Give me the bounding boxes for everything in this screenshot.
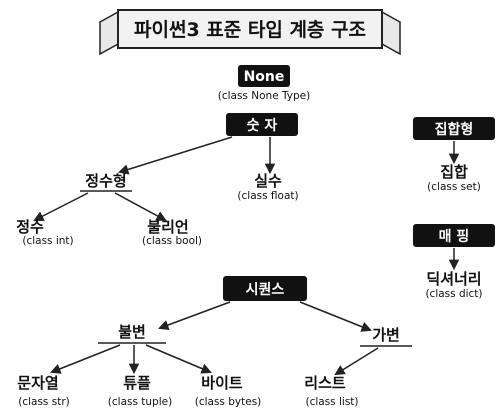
- arrow-immutable-to-bytes: [145, 344, 212, 374]
- bool-node: 불리언 (class bool): [142, 218, 202, 247]
- dict-label: 딕셔너리: [426, 270, 481, 288]
- set-label: 집합: [440, 163, 468, 181]
- set-group-node: 집합형: [413, 117, 495, 140]
- sequence-label: 시퀀스: [246, 282, 285, 298]
- set-group-box: [413, 117, 495, 140]
- list-label: 리스트: [304, 374, 346, 392]
- sequence-node: 시퀀스: [223, 276, 307, 301]
- set-node: 집합 (class set): [427, 163, 481, 193]
- arrow-sequence-to-immutable: [158, 301, 231, 330]
- tuple-label: 튜플: [123, 374, 151, 392]
- bytes-label: 바이트: [201, 374, 243, 392]
- str-class: (class str): [18, 396, 70, 408]
- set-class: (class set): [427, 181, 481, 193]
- none-box: [238, 65, 290, 87]
- banner-right-fold: [381, 10, 401, 56]
- str-label: 문자열: [17, 374, 58, 392]
- arrow-mutable-to-list: [334, 347, 379, 376]
- mapping-label: 매 핑: [439, 228, 470, 245]
- real-node: 실수 (class float): [237, 172, 298, 202]
- banner-left-fold: [99, 10, 119, 56]
- immutable-label: 불변: [118, 323, 146, 341]
- number-label: 숫 자: [247, 118, 278, 134]
- mutable-node: 가변: [360, 326, 412, 347]
- real-label: 실수: [254, 172, 282, 190]
- tuple-class: (class tuple): [108, 396, 172, 408]
- int-class: (class int): [22, 235, 73, 247]
- sequence-box: [223, 276, 307, 301]
- int-label: 정수: [16, 218, 44, 236]
- bytes-class: (class bytes): [195, 396, 262, 408]
- bool-label: 불리언: [147, 218, 188, 236]
- diagram-title: 파이썬3 표준 타입 계층 구조: [134, 19, 366, 41]
- number-node: 숫 자: [226, 113, 298, 136]
- arrow-integral-to-int: [33, 192, 89, 221]
- tuple-node: 튜플 (class tuple): [108, 374, 172, 408]
- arrow-sequence-to-mutable: [299, 301, 372, 332]
- dict-node: 딕셔너리 (class dict): [425, 270, 482, 300]
- dict-class: (class dict): [425, 288, 482, 300]
- arrow-integral-to-bool: [114, 192, 167, 221]
- immutable-node: 불변: [98, 323, 166, 344]
- none-label: None: [244, 69, 285, 85]
- none-node: None (class None Type): [218, 65, 310, 102]
- bytes-node: 바이트 (class bytes): [195, 374, 262, 408]
- int-node: 정수 (class int): [16, 218, 73, 247]
- list-class: (class list): [305, 396, 358, 408]
- list-node: 리스트 (class list): [304, 374, 358, 408]
- mapping-box: [413, 224, 495, 247]
- bool-class: (class bool): [142, 235, 202, 247]
- arrow-immutable-to-str: [50, 344, 121, 374]
- arrow-number-to-integral: [117, 136, 233, 175]
- mapping-node: 매 핑: [413, 224, 495, 247]
- integral-node: 정수형: [80, 172, 132, 192]
- none-class: (class None Type): [218, 90, 310, 102]
- mutable-label: 가변: [372, 326, 400, 344]
- banner-body: [117, 9, 383, 49]
- str-node: 문자열 (class str): [17, 374, 69, 408]
- real-class: (class float): [237, 190, 298, 202]
- title-banner: 파이썬3 표준 타입 계층 구조: [99, 9, 401, 56]
- number-box: [226, 113, 298, 136]
- set-group-label: 집합형: [435, 121, 474, 138]
- integral-label: 정수형: [85, 172, 126, 190]
